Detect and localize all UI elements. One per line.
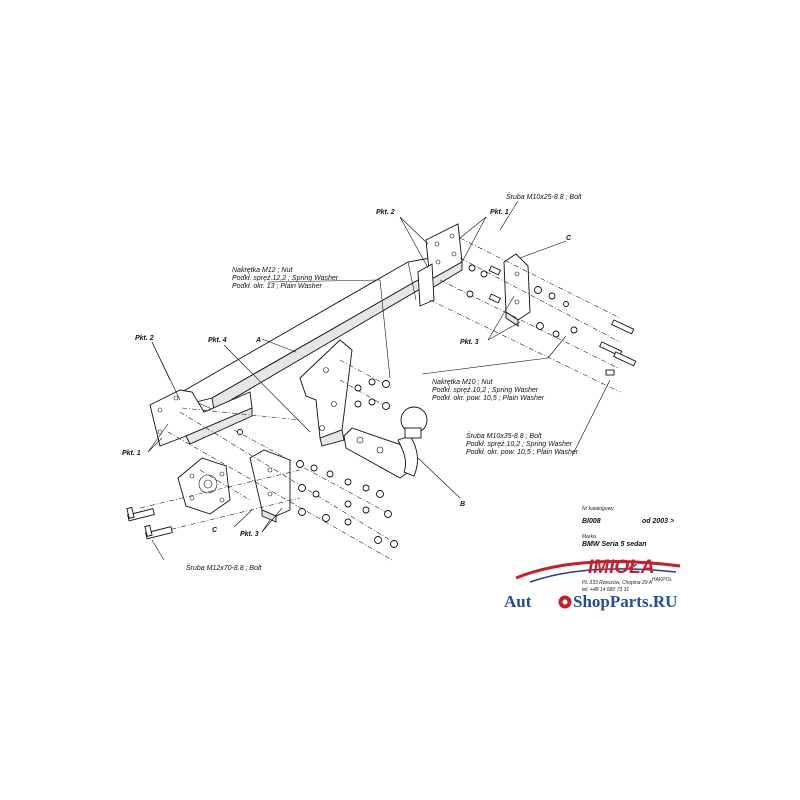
catalog-number: BI008 <box>582 518 601 525</box>
logo-wordmark: IMIOŁA <box>588 557 655 578</box>
label-pkt2-upper: Pkt. 2 <box>376 209 395 216</box>
label-C-left: C <box>212 527 218 534</box>
watermark-part-1: Aut <box>504 592 532 611</box>
label-pkt4: Pkt. 4 <box>208 337 227 344</box>
bracket-C-left <box>249 449 291 523</box>
bracket-C-right <box>503 253 531 327</box>
right-fasteners <box>466 264 637 376</box>
title-block: Nr katalogowy BI008 od 2003 > Marka BMW … <box>582 506 674 593</box>
electrical-socket-plate <box>177 457 231 515</box>
lower-left-bolts <box>126 506 173 540</box>
label-spring-washer-10-b: Podkł. spręż.10,2 ; Spring Washer <box>466 441 573 448</box>
ball-holder-plate <box>299 339 353 447</box>
label-nut-m10: Nakrętka M10 ; Nut <box>432 379 493 386</box>
label-bolt-m12x70: Śruba M12x70-8.8 ; Bolt <box>186 563 263 572</box>
watermark: Aut ShopParts.RU <box>504 592 677 611</box>
label-B: B <box>460 501 465 508</box>
label-plain-washer-10-b: Podkł. okr. pow. 10,5 ; Plain Washer <box>466 449 579 456</box>
label-plain-washer-10-a: Podkł. okr. pow. 10,5 ; Plain Washer <box>432 395 545 402</box>
label-pkt3-lower: Pkt. 3 <box>240 531 259 538</box>
right-mounting-bracket <box>417 223 463 307</box>
manufacturer-address: PL 333 Rzeszów, Chopina 29 A <box>582 580 653 586</box>
label-pkt2-lower: Pkt. 2 <box>135 335 154 342</box>
catalog-number-caption: Nr katalogowy <box>582 506 614 512</box>
label-spring-washer-12: Podkł. spręż.12,2 ; Spring Washer <box>232 275 339 282</box>
label-pkt3-upper: Pkt. 3 <box>460 339 479 346</box>
manufacturer-phone: tel. +48 14 680 73 31 <box>582 587 629 593</box>
label-pkt1-upper: Pkt. 1 <box>490 209 509 216</box>
manufacturer-logo: IMIOŁA HAKPOL <box>515 557 681 583</box>
label-plain-washer-13: Podkł. okr. 13 ; Plain Washer <box>232 283 323 290</box>
model-years: od 2003 > <box>642 518 674 525</box>
label-spring-washer-10-a: Podkł. spręż.10,2 ; Spring Washer <box>432 387 539 394</box>
label-pkt1-lower: Pkt. 1 <box>122 450 141 457</box>
make-caption: Marka <box>582 534 596 540</box>
label-A: A <box>255 337 261 344</box>
tow-ball-B <box>343 406 428 479</box>
label-bolt-m10x25: Śruba M10x25-8.8 ; Bolt <box>506 192 583 201</box>
left-mounting-bracket <box>149 389 253 447</box>
crossbeam-A <box>179 257 433 411</box>
middle-fasteners <box>354 378 390 410</box>
watermark-part-2: ShopParts.RU <box>573 592 677 611</box>
vehicle-model: BMW Seria 5 sedan <box>582 541 647 548</box>
label-bolt-m10x35: Śruba M10x35-8.8 ; Bolt <box>466 431 543 440</box>
label-C-right: C <box>566 235 572 242</box>
lower-fasteners <box>237 429 398 548</box>
logo-subtitle: HAKPOL <box>652 577 673 583</box>
leader-lines <box>147 200 611 561</box>
label-nut-m12: Nakrętka M12 ; Nut <box>232 267 293 274</box>
